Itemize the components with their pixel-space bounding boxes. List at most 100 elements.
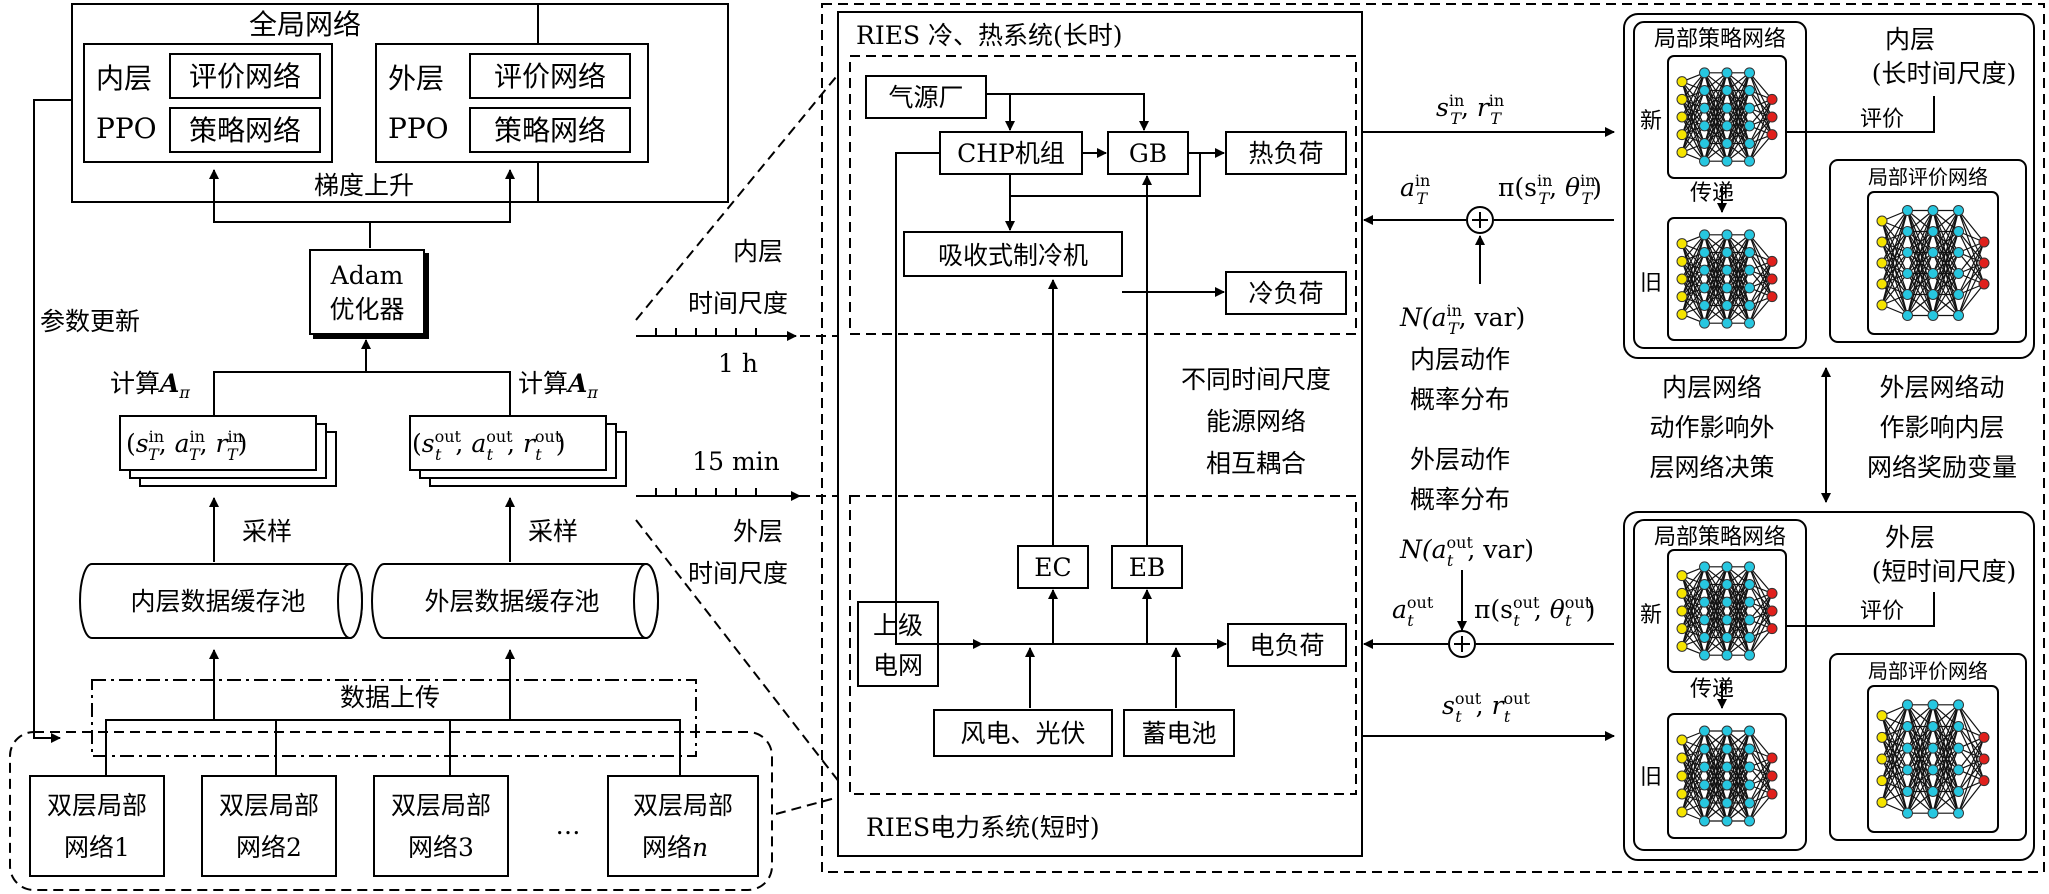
chp-unit: CHP机组 — [957, 139, 1065, 168]
svg-text:动作影响外: 动作影响外 — [1649, 413, 1774, 442]
svg-text:网络3: 网络3 — [408, 833, 474, 862]
svg-text:外层网络动: 外层网络动 — [1879, 373, 2004, 402]
outer-critic-label: 评价网络 — [494, 60, 606, 93]
inner-critic-title: 局部评价网络 — [1868, 165, 1988, 189]
sampling-right: 采样 — [528, 517, 578, 546]
outer-old: 旧 — [1640, 765, 1662, 790]
outer-ppo-label2: PPO — [388, 112, 449, 145]
upper-grid-line2: 电网 — [873, 651, 923, 680]
elec-load: 电负荷 — [1249, 631, 1324, 660]
outer-layer: 外层 — [1885, 523, 1935, 552]
outer-dist-line1: 外层动作 — [1410, 445, 1510, 474]
absorption-chiller: 吸收式制冷机 — [938, 241, 1088, 270]
svg-text:层网络决策: 层网络决策 — [1649, 453, 1774, 482]
inner-critic-label: 评价网络 — [189, 60, 301, 93]
inner-scale: (长时间尺度) — [1872, 59, 2017, 88]
svg-text:15 min: 15 min — [692, 447, 780, 476]
inner-ppo: 内层 PPO 评价网络 策略网络 — [96, 53, 321, 153]
outer-eval: 评价 — [1860, 599, 1904, 624]
cool-load: 冷负荷 — [1248, 279, 1323, 308]
eb: EB — [1129, 553, 1166, 582]
compute-a-pi-right: 计算Aπ — [518, 369, 598, 402]
inner-actor-label: 策略网络 — [189, 114, 301, 147]
upper-grid-line1: 上级 — [873, 611, 923, 640]
inner-policy-new-net — [1667, 55, 1787, 179]
outer-ppo-label1: 外层 — [388, 62, 444, 95]
svg-text:内层网络: 内层网络 — [1662, 373, 1762, 402]
outer-critic-net — [1867, 685, 1999, 833]
global-network-title: 全局网络 — [249, 8, 361, 41]
upload-label: 数据上传 — [340, 683, 440, 712]
svg-text:1 h: 1 h — [718, 349, 758, 378]
local-network-3: 双层局部 网络3 — [373, 775, 509, 877]
neural-net-icons — [1667, 55, 1999, 839]
gas-plant: 气源厂 — [888, 83, 963, 112]
ries-heat-title: RIES 冷、热系统(长时) — [856, 21, 1123, 50]
sampling-left: 采样 — [242, 517, 292, 546]
param-update-label: 参数更新 — [40, 307, 140, 336]
local-network-n: 双层局部 网络n — [607, 775, 759, 877]
svg-text:外层: 外层 — [733, 517, 783, 546]
outer-ppo: 外层 PPO 评价网络 策略网络 — [375, 43, 649, 163]
inner-policy-old-net — [1667, 217, 1787, 341]
gradient-ascent-label: 梯度上升 — [314, 171, 414, 200]
time-scale: 内层 时间尺度 1 h 15 min 外层 时间尺度 — [636, 237, 801, 588]
inner-dist-line2: 概率分布 — [1410, 385, 1510, 414]
outer-dist-line2: 概率分布 — [1410, 485, 1510, 514]
svg-text:双层局部: 双层局部 — [47, 791, 147, 820]
coupling-line3: 相互耦合 — [1206, 449, 1306, 478]
buffer-inner: 内层数据缓存池 — [79, 563, 363, 639]
svg-text:作影响内层: 作影响内层 — [1879, 413, 2004, 442]
buffer-outer: 外层数据缓存池 — [371, 563, 659, 639]
outer-actor-label: 策略网络 — [494, 114, 606, 147]
outer-transfer: 传递 — [1690, 677, 1734, 702]
inner-new: 新 — [1640, 109, 1662, 134]
inner-ppo-label2: PPO — [96, 112, 157, 145]
ries-system: RIES 冷、热系统(长时) RIES电力系统(短时) 气源厂 CHP机组 GB… — [837, 11, 1363, 857]
outer-scale: (短时间尺度) — [1872, 557, 2017, 586]
outer-new: 新 — [1640, 603, 1662, 628]
local-network-2: 双层局部 网络2 — [201, 775, 337, 877]
inner-ppo-label1: 内层 — [96, 62, 152, 95]
inner-transfer: 传递 — [1690, 181, 1734, 206]
inner-dist-line1: 内层动作 — [1410, 345, 1510, 374]
inner-old: 旧 — [1640, 271, 1662, 296]
outer-critic-title: 局部评价网络 — [1868, 659, 1988, 683]
svg-text:网络奖励变量: 网络奖励变量 — [1867, 453, 2017, 482]
inner-critic-net — [1867, 191, 1999, 335]
battery: 蓄电池 — [1141, 719, 1216, 748]
svg-text:双层局部: 双层局部 — [219, 791, 319, 820]
gb: GB — [1129, 139, 1167, 168]
svg-text:时间尺度: 时间尺度 — [688, 289, 788, 318]
adam-optimizer: Adam 优化器 — [309, 249, 425, 335]
wind-pv: 风电、光伏 — [960, 719, 1085, 748]
ec: EC — [1034, 553, 1071, 582]
svg-text:网络1: 网络1 — [64, 833, 130, 862]
outer-policy-new-net — [1667, 549, 1787, 673]
svg-text:时间尺度: 时间尺度 — [688, 559, 788, 588]
inner-layer: 内层 — [1885, 25, 1935, 54]
coupling-line2: 能源网络 — [1206, 407, 1306, 436]
outer-policy-old-net — [1667, 713, 1787, 839]
buffer-inner-label: 内层数据缓存池 — [130, 587, 305, 616]
svg-text:双层局部: 双层局部 — [633, 791, 733, 820]
inner-eval: 评价 — [1860, 107, 1904, 132]
svg-text:网络n: 网络n — [642, 833, 708, 862]
coupling-line1: 不同时间尺度 — [1181, 365, 1331, 394]
svg-text:网络2: 网络2 — [236, 833, 302, 862]
adam-line1: Adam — [330, 261, 404, 290]
local-network-1: 双层局部 网络1 — [29, 775, 165, 877]
